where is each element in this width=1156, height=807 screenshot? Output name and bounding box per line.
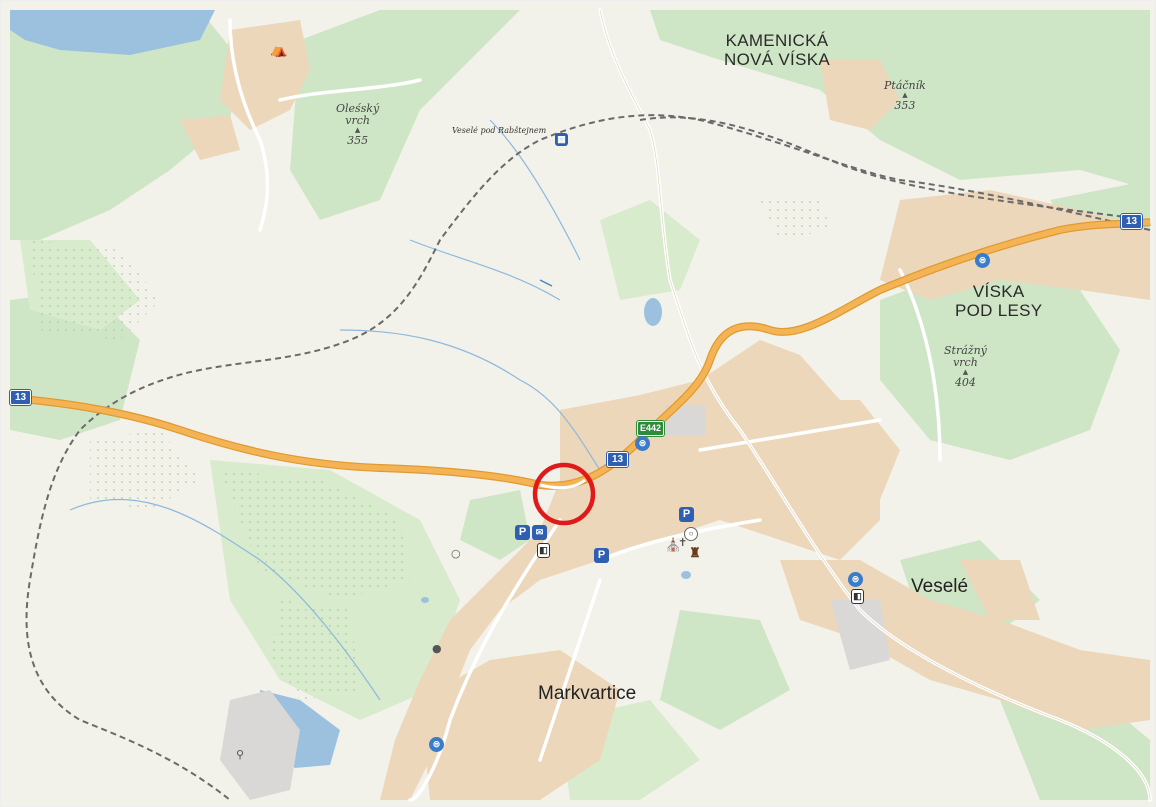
mail-icon[interactable]: ✉ — [532, 525, 547, 540]
parking-icon[interactable]: P — [594, 548, 609, 563]
parking-icon[interactable]: P — [679, 507, 694, 522]
castle-icon[interactable]: ♜ — [689, 545, 701, 560]
spring-icon: ○ — [451, 547, 461, 560]
road-shield-e442: E442 — [637, 421, 665, 436]
summit-triangle-icon: ▲ — [354, 126, 361, 135]
bus-stop-icon[interactable]: ⊜ — [848, 572, 863, 587]
place-label-line: NOVÁ VÍSKA — [724, 49, 830, 69]
castle-icon[interactable]: ◧ — [851, 589, 864, 604]
train-station-icon[interactable]: ▦ — [555, 133, 568, 146]
bus-stop-icon[interactable]: ⊜ — [635, 436, 650, 451]
highlight-circle — [532, 462, 596, 526]
chapel-icon: ● — [432, 642, 442, 655]
place-label-line: POD LESY — [955, 300, 1043, 320]
misc-map-glyphs: ✝ ● ⚲ ○ — [236, 536, 687, 761]
place-vesele: Veselé — [911, 576, 969, 597]
peak-strazny-vrch: Strážný vrch ▲ 404 — [944, 344, 987, 389]
place-label-line: VÍSKA — [972, 282, 1025, 301]
peak-name: Strážný — [944, 344, 987, 357]
peak-name: Oleśský — [336, 102, 380, 115]
road-shield-13-west: 13 — [10, 390, 32, 405]
streams — [69, 119, 601, 701]
industrial-areas — [220, 405, 890, 800]
church-icon: ✝ — [678, 536, 687, 549]
place-label-line: KAMENICKÁ — [725, 31, 829, 50]
place-kamenicka-nova-viska: KAMENICKÁ NOVÁ VÍSKA — [724, 31, 830, 69]
peak-elevation: 353 — [894, 98, 916, 112]
parking-icon[interactable]: P — [515, 525, 530, 540]
place-viska-pod-lesy: VÍSKA POD LESY — [955, 282, 1043, 320]
castle-icon[interactable]: ◧ — [537, 543, 550, 558]
railway-station-label: Veselé pod Rabštejnem — [452, 126, 547, 135]
peak-elevation: 404 — [954, 375, 976, 389]
bus-stop-icon[interactable]: ⊜ — [429, 737, 444, 752]
peak-name: vrch — [953, 356, 978, 370]
peak-olessky-vrch: Oleśský vrch ▲ 355 — [336, 102, 380, 147]
tent-icon[interactable]: ⛺ — [270, 41, 288, 57]
church-icon[interactable]: ⛪ — [665, 537, 682, 552]
summit-triangle-icon: ▲ — [902, 91, 908, 100]
bus-stop-icon[interactable]: ⊜ — [975, 253, 990, 268]
place-markvartice: Markvartice — [538, 683, 637, 704]
peak-name: Ptáčník — [884, 79, 926, 92]
minor-roads-outline — [599, 9, 1151, 801]
peak-ptacnik: Ptáčník ▲ 353 — [884, 79, 926, 112]
peak-elevation: 355 — [347, 133, 369, 147]
road-shield-13-center: 13 — [607, 452, 629, 467]
railways — [25, 114, 1151, 801]
info-icon[interactable]: ○ — [684, 527, 698, 541]
road-shield-13-east: 13 — [1121, 214, 1143, 229]
peak-name: vrch — [345, 114, 370, 128]
summit-triangle-icon: ▲ — [962, 368, 969, 377]
viewpoint-icon: ⚲ — [236, 748, 244, 761]
